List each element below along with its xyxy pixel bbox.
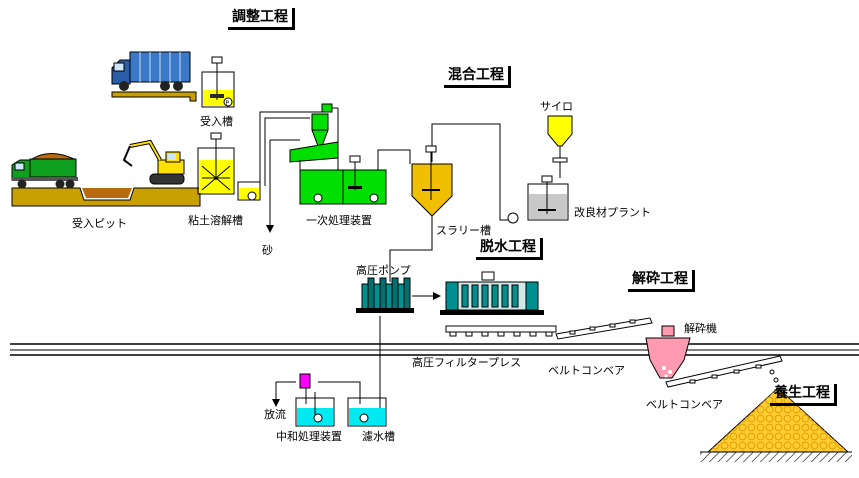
label-discharge: 放流	[264, 408, 286, 421]
label-neutralization: 中和処理装置	[276, 430, 342, 443]
excavator	[122, 139, 185, 185]
belt-conveyor-2	[665, 355, 783, 388]
stage-title-dewatering: 脱水工程	[476, 238, 543, 260]
label-receiving-tank: 受入槽	[200, 115, 233, 128]
stage-title-crushing: 解砕工程	[628, 270, 695, 292]
stage-title-curing: 養生工程	[770, 384, 837, 406]
improver-plant	[507, 175, 569, 224]
belt-conveyor-1	[445, 325, 557, 337]
stage-title-adjustment: 調整工程	[228, 8, 295, 30]
label-filtrate-tank: 濾水槽	[362, 430, 395, 443]
clay-dissolving-tank	[197, 132, 235, 195]
label-receiving-pit: 受入ピット	[72, 217, 127, 230]
pipe-to-slurry	[377, 123, 512, 221]
label-crusher: 解砕機	[684, 322, 717, 335]
label-belt-conveyor-2: ベルトコンベア	[646, 398, 723, 411]
pipe-to-cyclone	[259, 111, 326, 233]
receiving-tank: P	[201, 56, 235, 108]
filter-press	[440, 271, 544, 315]
label-clay-dissolving-tank: 粘土溶解槽	[188, 214, 243, 227]
main-pipeline	[10, 343, 859, 356]
receiving-pit-ground	[11, 187, 201, 207]
slurry-tank	[411, 145, 453, 217]
unloading-platform-top	[111, 91, 197, 102]
svg-text:P: P	[226, 100, 230, 107]
label-slurry-tank: スラリー槽	[436, 224, 491, 237]
filtrate-tank	[347, 397, 387, 427]
high-pressure-pump	[356, 277, 414, 313]
pipe-to-pump	[389, 216, 433, 282]
label-filter-press: 高圧フィルタープレス	[412, 356, 522, 369]
label-high-pressure-pump: 高圧ポンプ	[356, 264, 411, 277]
neutralization-unit	[295, 392, 335, 427]
filtrate-pipes	[272, 316, 384, 421]
curing-pile	[700, 387, 852, 462]
primary-treatment-unit	[289, 103, 387, 205]
dump-truck-bottom	[11, 153, 78, 189]
label-sand: 砂	[262, 244, 273, 257]
pump-tank	[237, 181, 261, 201]
label-silo: サイロ	[540, 100, 573, 113]
dump-truck-top	[111, 51, 191, 91]
label-belt-conveyor-1: ベルトコンベア	[548, 364, 625, 377]
reagent-tank	[299, 373, 311, 389]
stage-title-mixing: 混合工程	[444, 66, 511, 88]
label-improver-plant: 改良材プラント	[574, 206, 651, 219]
inclined-conveyor	[555, 317, 653, 340]
label-primary-treatment: 一次処理装置	[306, 214, 372, 227]
silo	[547, 115, 573, 178]
crusher	[645, 325, 691, 379]
